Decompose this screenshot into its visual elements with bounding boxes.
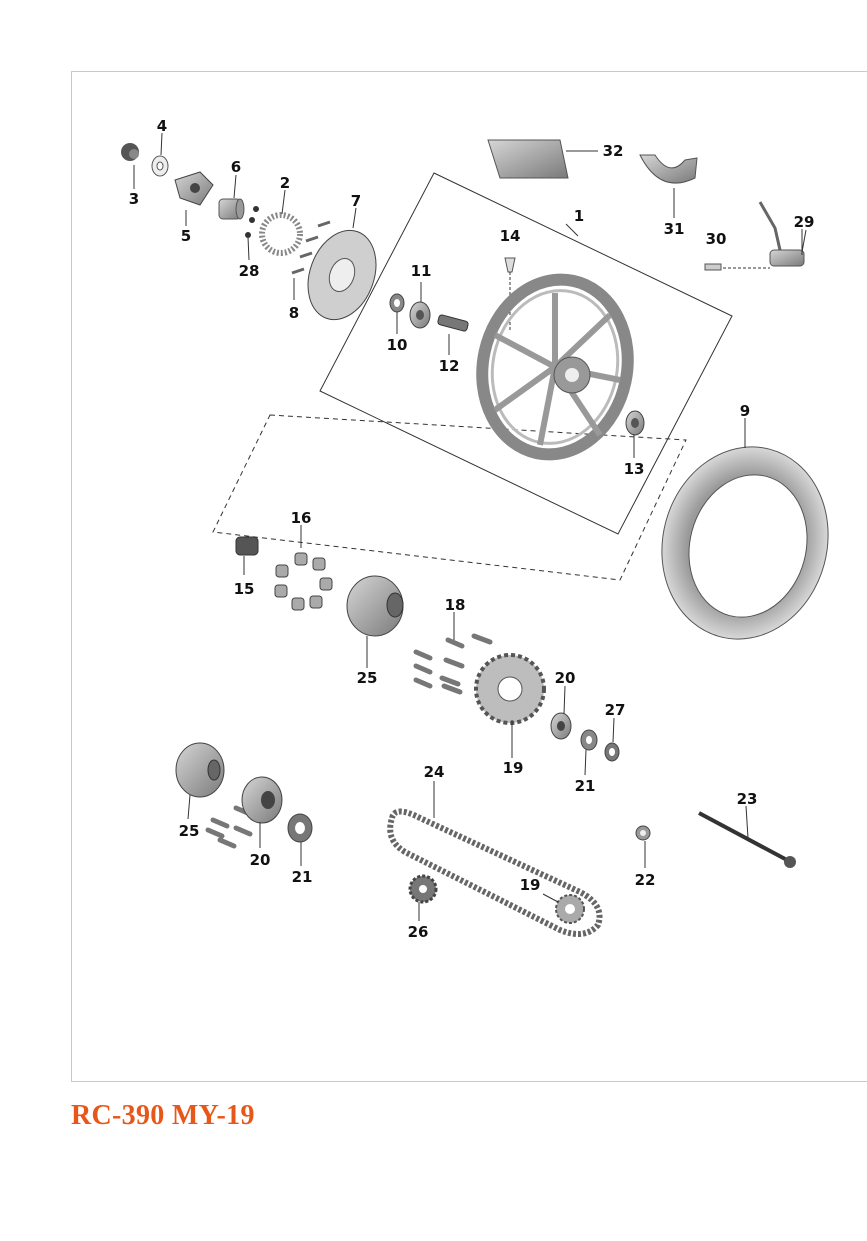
callout-25-upper: 25 xyxy=(357,669,378,687)
callout-14: 14 xyxy=(500,227,521,245)
valve-part-14 xyxy=(504,257,516,330)
sprocket-part-19a xyxy=(474,653,546,725)
callout-21-lower: 21 xyxy=(292,868,313,886)
sprocket-carrier-part-25b xyxy=(175,742,225,798)
callout-5: 5 xyxy=(181,227,191,245)
screws-part-28 xyxy=(245,206,259,238)
callout-18: 18 xyxy=(445,596,466,614)
callout-labels: 4 3 5 6 2 28 7 8 32 31 1 14 29 30 11 10 … xyxy=(129,117,815,941)
callout-1: 1 xyxy=(574,207,584,225)
callout-24: 24 xyxy=(424,763,445,781)
callout-4: 4 xyxy=(157,117,167,135)
model-caption: RC-390 MY-19 xyxy=(71,1100,255,1131)
chain-part-24 xyxy=(387,808,603,937)
bearing-part-20b xyxy=(241,776,283,824)
callout-2: 2 xyxy=(280,174,290,192)
callout-20-upper: 20 xyxy=(555,669,576,687)
bracket-part-5 xyxy=(174,171,214,206)
callout-12: 12 xyxy=(439,357,460,375)
callout-3: 3 xyxy=(129,190,139,208)
callout-28: 28 xyxy=(239,262,260,280)
callout-31: 31 xyxy=(664,220,685,238)
callout-8: 8 xyxy=(289,304,299,322)
spacer-part-6 xyxy=(218,198,245,220)
nut-part-3 xyxy=(121,143,139,161)
pins-lower xyxy=(205,805,253,849)
bearing-part-13 xyxy=(625,410,645,436)
callout-20-lower: 20 xyxy=(250,851,271,869)
chain-guard-part-32 xyxy=(487,139,598,179)
callout-25-lower: 25 xyxy=(179,822,200,840)
holder-part-31 xyxy=(639,154,698,184)
callout-13: 13 xyxy=(624,460,645,478)
callout-22: 22 xyxy=(635,871,656,889)
wheel-rim-part-1 xyxy=(476,273,634,461)
front-sprocket-part-26 xyxy=(408,874,438,904)
damper-group-outline xyxy=(212,414,687,581)
callout-10: 10 xyxy=(387,336,408,354)
sprocket-part-19b xyxy=(555,894,585,924)
bearing-part-20a xyxy=(550,712,572,740)
diagram-frame xyxy=(71,71,867,1082)
wheel-assembly-outline xyxy=(319,172,733,535)
nut-part-22 xyxy=(635,825,651,841)
callout-11: 11 xyxy=(411,262,432,280)
spacer-part-12 xyxy=(437,314,469,332)
callout-27: 27 xyxy=(605,701,626,719)
ring-part-27 xyxy=(604,742,620,762)
dampers-part-16 xyxy=(274,552,333,611)
sleeve-part-15 xyxy=(235,536,259,556)
abs-ring-part-2 xyxy=(259,212,303,256)
callout-23: 23 xyxy=(737,790,758,808)
axle-part-23 xyxy=(698,811,796,868)
callout-9: 9 xyxy=(740,402,750,420)
callout-7: 7 xyxy=(351,192,361,210)
callout-29: 29 xyxy=(794,213,815,231)
callout-26: 26 xyxy=(408,923,429,941)
seal-part-21b xyxy=(287,813,313,843)
callout-15: 15 xyxy=(234,580,255,598)
pins-part-18 xyxy=(413,633,493,695)
callout-32: 32 xyxy=(603,142,624,160)
leader-lines xyxy=(133,132,803,921)
brake-disc-part-7 xyxy=(307,229,377,321)
callout-30: 30 xyxy=(706,230,727,248)
callout-19-lower: 19 xyxy=(520,876,541,894)
washer-part-4 xyxy=(151,155,169,177)
callout-6: 6 xyxy=(231,158,241,176)
sprocket-carrier-part-25a xyxy=(346,575,404,637)
sensor-part-29 xyxy=(758,201,807,267)
callout-16: 16 xyxy=(291,509,312,527)
callout-19-upper: 19 xyxy=(503,759,524,777)
bearing-part-11 xyxy=(409,301,431,329)
tire-part-9 xyxy=(661,446,829,640)
callout-21-upper: 21 xyxy=(575,777,596,795)
bolts-part-8 xyxy=(291,220,331,275)
seal-part-10 xyxy=(389,293,405,313)
seal-part-21a xyxy=(580,729,598,751)
screw-part-30 xyxy=(704,263,770,271)
